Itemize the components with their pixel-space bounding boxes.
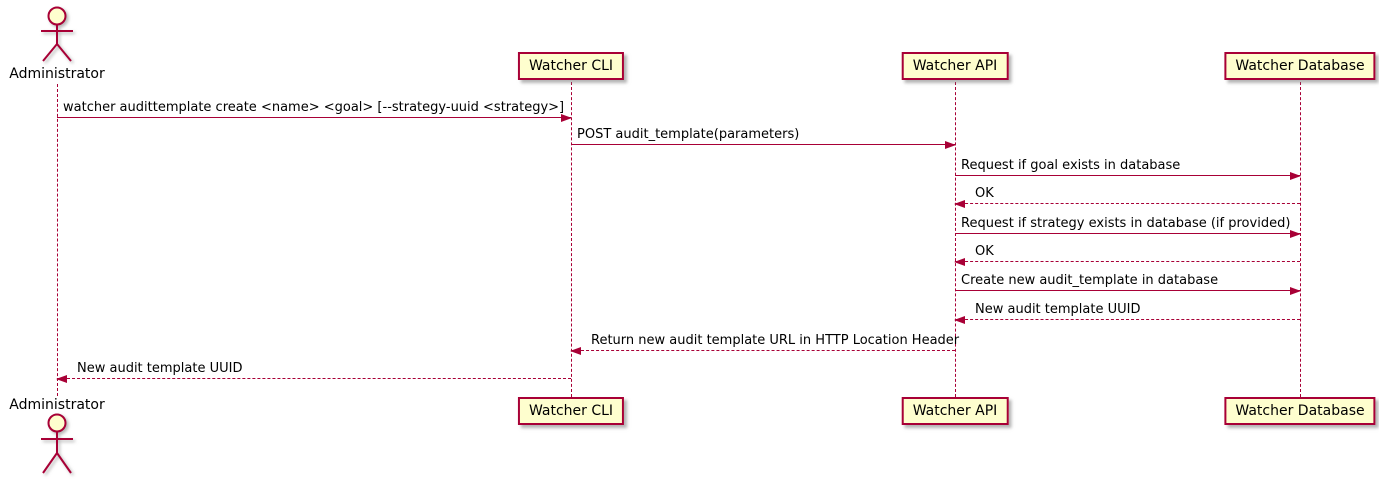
arrow-line	[954, 258, 1300, 266]
arrow-line	[570, 347, 955, 355]
message-label: New audit template UUID	[975, 302, 1141, 317]
message-1: watcher audittemplate create <name> <goa…	[57, 100, 572, 122]
message-10: New audit template UUID	[56, 361, 571, 383]
actor-name-top: Administrator	[9, 66, 105, 82]
message-label: New audit template UUID	[77, 361, 243, 376]
lifeline-watcher-cli	[571, 82, 572, 397]
message-label: Request if goal exists in database	[961, 158, 1181, 173]
actor-name-bottom: Administrator	[9, 397, 105, 413]
participant-watcher-database-top: Watcher Database	[1224, 52, 1376, 80]
arrowhead-icon	[945, 141, 956, 149]
arrow-line	[955, 230, 1301, 238]
arrowhead-icon	[1290, 287, 1301, 295]
message-label: Return new audit template URL in HTTP Lo…	[591, 333, 960, 348]
arrow-line	[955, 172, 1301, 180]
message-7: Create new audit_template in database	[955, 273, 1301, 295]
arrow-line	[57, 114, 572, 122]
arrowhead-icon	[561, 114, 572, 122]
message-4: OK	[954, 186, 1300, 208]
arrowhead-icon	[570, 347, 581, 355]
message-3: Request if goal exists in database	[955, 158, 1301, 180]
arrow-line	[571, 141, 956, 149]
message-label: OK	[975, 244, 994, 259]
message-label: POST audit_template(parameters)	[577, 127, 800, 142]
message-8: New audit template UUID	[954, 302, 1300, 324]
arrow-line	[955, 287, 1301, 295]
message-label: watcher audittemplate create <name> <goa…	[63, 100, 565, 115]
arrowhead-icon	[954, 316, 965, 324]
message-label: OK	[975, 186, 994, 201]
arrow-line	[954, 316, 1300, 324]
actor-icon	[41, 413, 73, 474]
message-label: Request if strategy exists in database (…	[961, 216, 1291, 231]
message-9: Return new audit template URL in HTTP Lo…	[570, 333, 960, 355]
lifeline-watcher-api	[955, 82, 956, 397]
arrow-line	[56, 375, 571, 383]
message-6: OK	[954, 244, 1300, 266]
lifeline-watcher-database	[1300, 82, 1301, 397]
message-label: Create new audit_template in database	[961, 273, 1219, 288]
arrowhead-icon	[954, 258, 965, 266]
participant-watcher-api-top: Watcher API	[901, 52, 1009, 80]
participant-watcher-cli-top: Watcher CLI	[517, 52, 625, 80]
participant-watcher-api-bottom: Watcher API	[901, 397, 1009, 425]
arrowhead-icon	[954, 200, 965, 208]
arrowhead-icon	[56, 375, 67, 383]
participant-watcher-cli-bottom: Watcher CLI	[517, 397, 625, 425]
participant-watcher-database-bottom: Watcher Database	[1224, 397, 1376, 425]
arrow-line	[954, 200, 1300, 208]
arrowhead-icon	[1290, 172, 1301, 180]
message-2: POST audit_template(parameters)	[571, 127, 956, 149]
message-5: Request if strategy exists in database (…	[955, 216, 1301, 238]
actor-icon	[41, 6, 73, 62]
lifeline-administrator	[57, 84, 58, 396]
arrowhead-icon	[1290, 230, 1301, 238]
